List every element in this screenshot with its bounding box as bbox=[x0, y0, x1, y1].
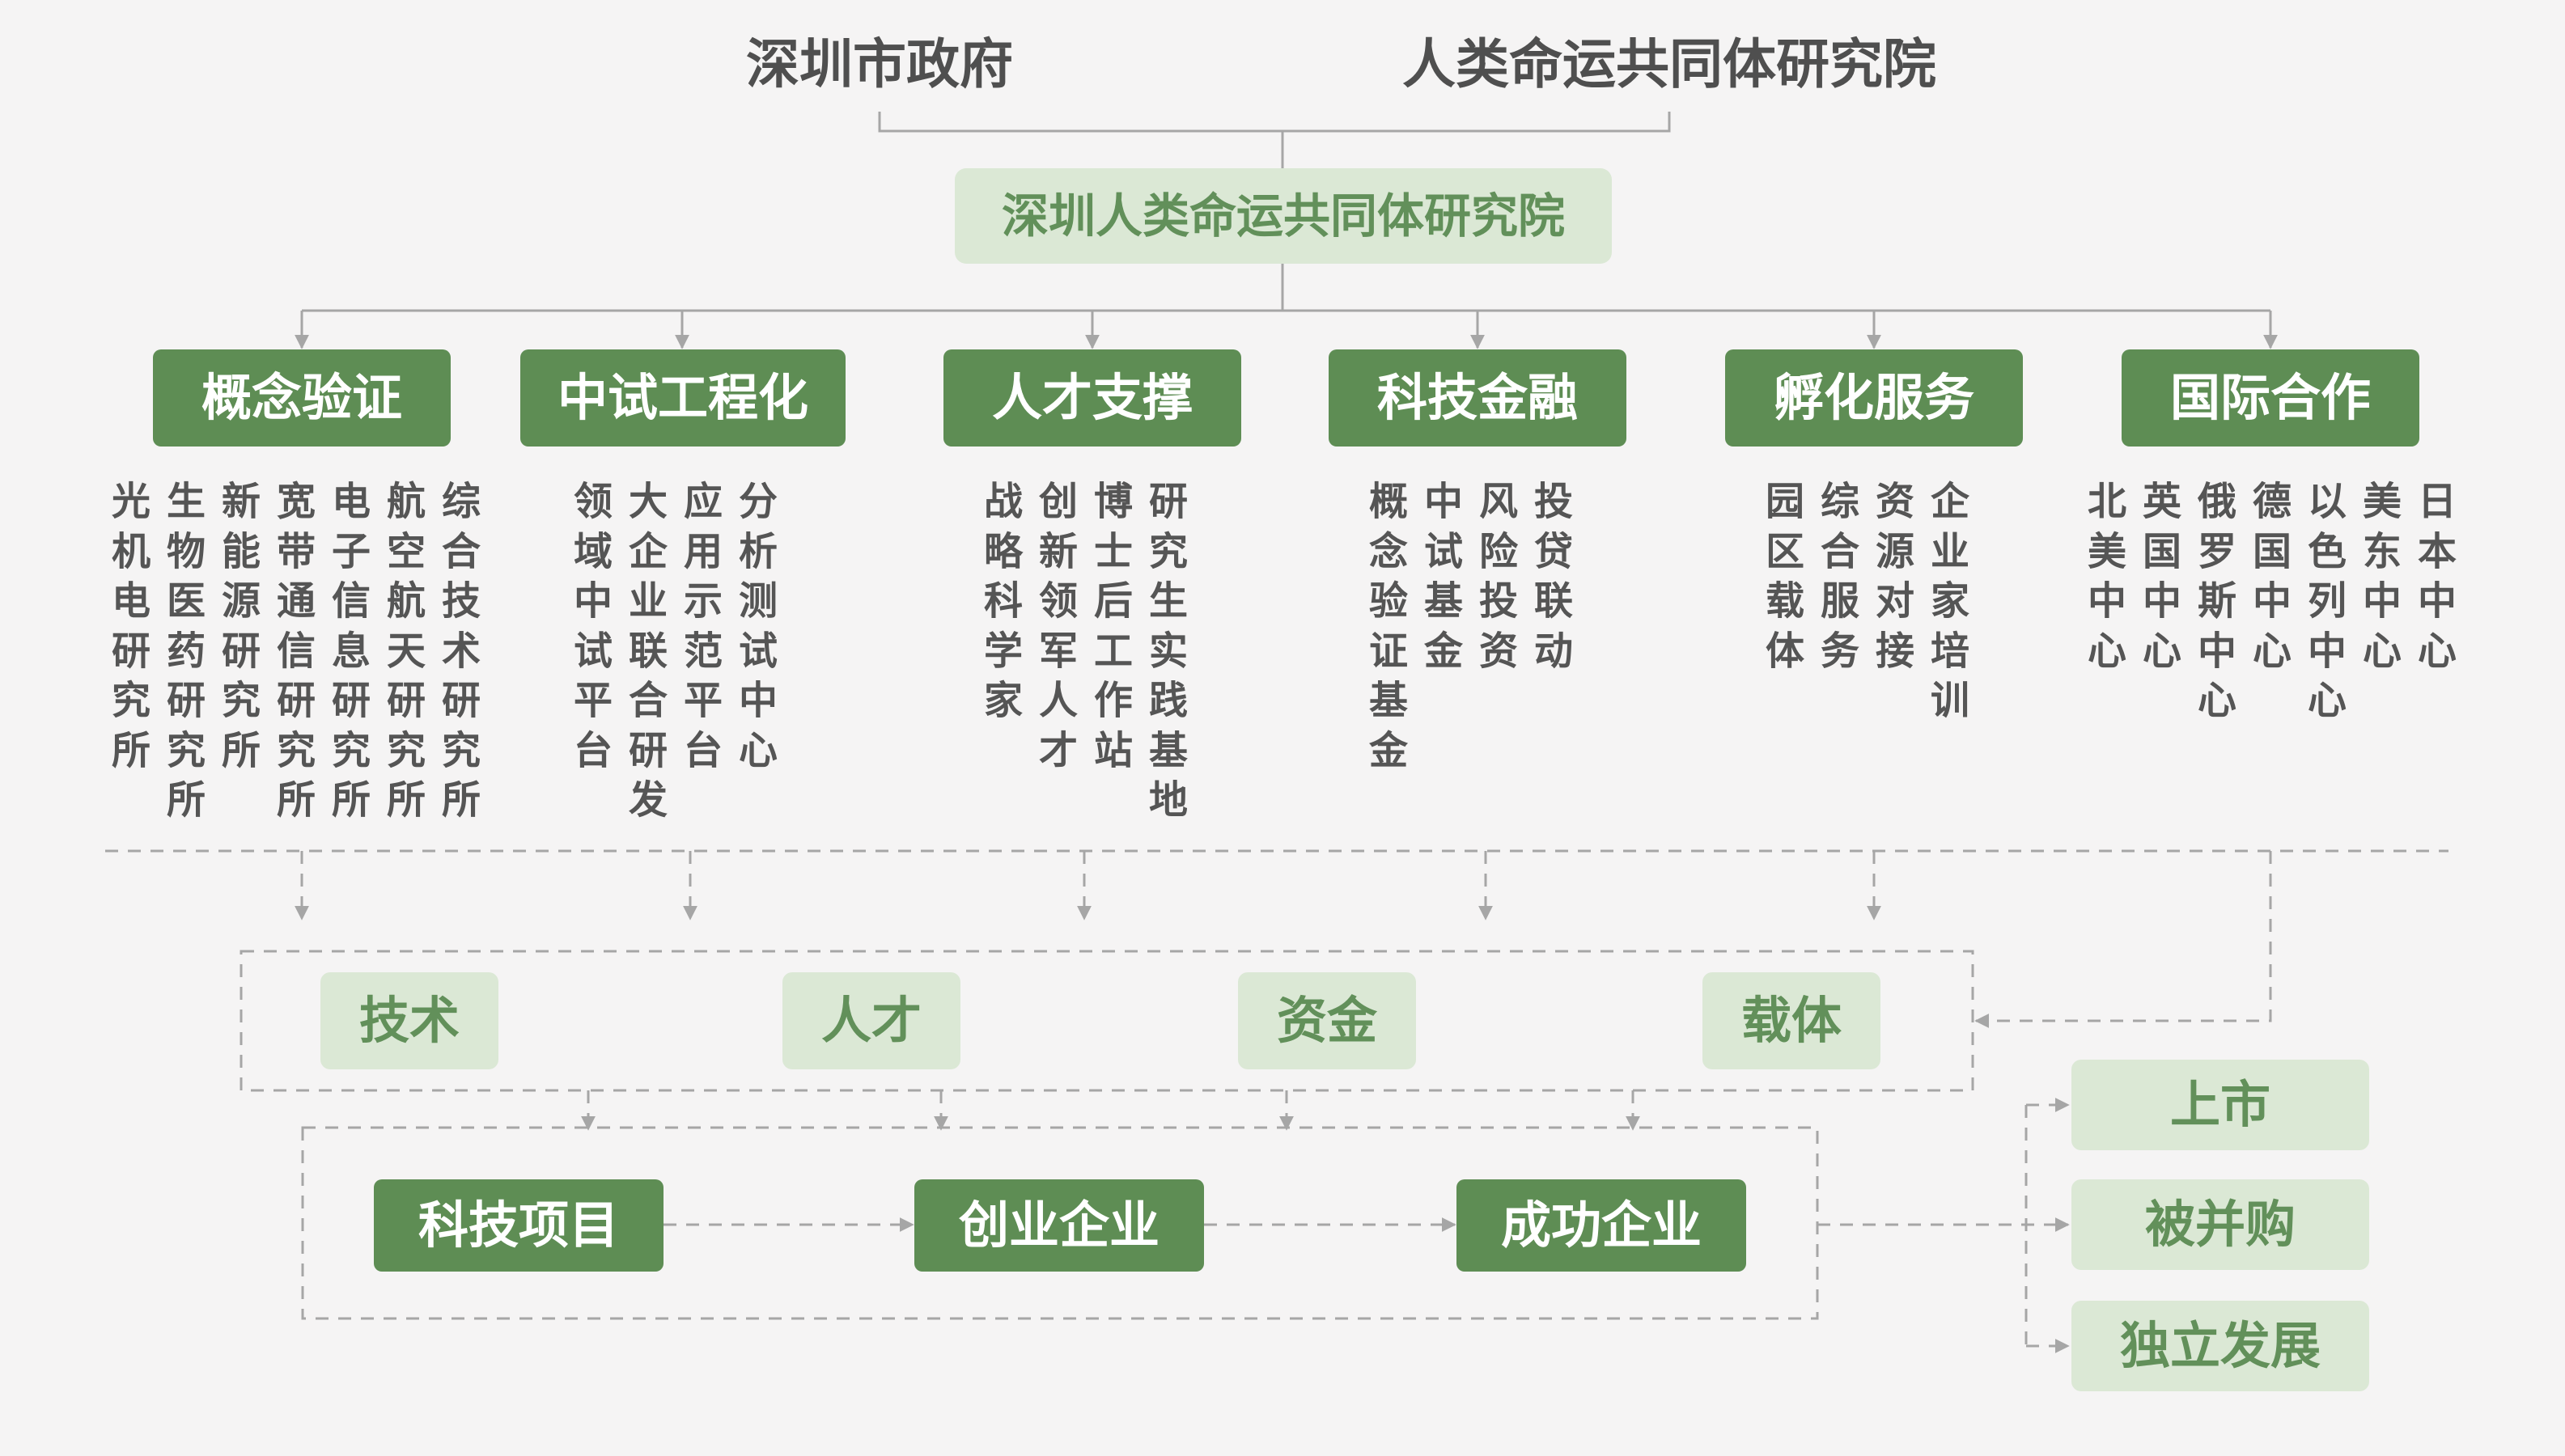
outcome-independent: 独立发展 bbox=[2071, 1301, 2369, 1391]
resource-carrier: 载体 bbox=[1702, 972, 1880, 1069]
category-tech-finance: 科技金融 bbox=[1329, 349, 1626, 447]
category-item: 生物医药研究所 bbox=[166, 479, 206, 823]
category-item: 战略科学家 bbox=[983, 479, 1023, 723]
category-item: 创新领军人才 bbox=[1038, 479, 1078, 773]
category-item: 北美中心 bbox=[2087, 479, 2126, 674]
category-item: 以色列中心 bbox=[2307, 479, 2347, 723]
category-international: 国际合作 bbox=[2122, 349, 2419, 447]
category-talent-support: 人才支撑 bbox=[943, 349, 1241, 447]
category-item: 美东中心 bbox=[2362, 479, 2402, 674]
category-item: 博士后工作站 bbox=[1093, 479, 1133, 773]
category-item: 日本中心 bbox=[2417, 479, 2457, 674]
category-item: 大企业联合研发 bbox=[628, 479, 668, 823]
category-item: 应用示范平台 bbox=[683, 479, 723, 773]
category-item: 俄罗斯中心 bbox=[2197, 479, 2236, 723]
intl-route bbox=[1974, 851, 2272, 1028]
category-item: 园区载体 bbox=[1765, 479, 1804, 674]
parent-bracket bbox=[878, 112, 1671, 133]
category-item: 综合服务 bbox=[1820, 479, 1859, 674]
category-item: 电子信息研究所 bbox=[331, 479, 371, 823]
category-item: 风险投资 bbox=[1478, 479, 1518, 674]
category-item: 概念验证基金 bbox=[1368, 479, 1408, 773]
resource-container bbox=[240, 950, 1974, 1092]
flow-container bbox=[301, 1126, 1819, 1320]
flow-startup: 创业企业 bbox=[914, 1179, 1204, 1272]
category-item: 综合技术研究所 bbox=[441, 479, 481, 823]
category-item: 分析测试中心 bbox=[738, 479, 778, 773]
category-item: 英国中心 bbox=[2142, 479, 2181, 674]
category-item: 研究生实践基地 bbox=[1148, 479, 1188, 823]
category-item: 资源对接 bbox=[1875, 479, 1914, 674]
root-institute: 深圳人类命运共同体研究院 bbox=[955, 168, 1612, 264]
category-item: 领域中试平台 bbox=[573, 479, 613, 773]
category-item: 企业家培训 bbox=[1930, 479, 1969, 723]
category-pilot-engineering: 中试工程化 bbox=[520, 349, 846, 447]
parent-shenzhen-government: 深圳市政府 bbox=[746, 33, 1013, 95]
resource-talent: 人才 bbox=[782, 972, 960, 1069]
category-item: 航空航天研究所 bbox=[386, 479, 426, 823]
category-item: 新能源研究所 bbox=[221, 479, 261, 773]
parent-institute: 人类命运共同体研究院 bbox=[1402, 33, 1936, 95]
resource-capital: 资金 bbox=[1238, 972, 1416, 1069]
resource-technology: 技术 bbox=[320, 972, 498, 1069]
outcome-ipo: 上市 bbox=[2071, 1060, 2369, 1150]
category-item: 投贷联动 bbox=[1533, 479, 1573, 674]
category-item: 宽带通信研究所 bbox=[276, 479, 316, 823]
flow-successful-company: 成功企业 bbox=[1456, 1179, 1746, 1272]
category-incubation: 孵化服务 bbox=[1725, 349, 2023, 447]
outcome-acquired: 被并购 bbox=[2071, 1179, 2369, 1270]
category-item: 光机电研究所 bbox=[111, 479, 151, 773]
category-item: 中试基金 bbox=[1423, 479, 1463, 674]
category-concept-verification: 概念验证 bbox=[153, 349, 451, 447]
category-item: 德国中心 bbox=[2252, 479, 2292, 674]
flow-tech-project: 科技项目 bbox=[374, 1179, 664, 1272]
